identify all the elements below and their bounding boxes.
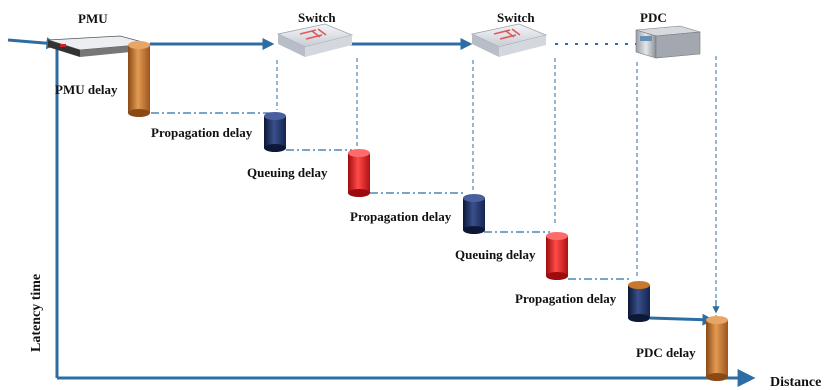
switch-icon bbox=[276, 23, 354, 57]
queuing-delay-1-label: Queuing delay bbox=[247, 165, 328, 180]
pmu-delay-label: PMU delay bbox=[55, 82, 118, 97]
queuing-delay-cylinder bbox=[546, 232, 568, 280]
switch-1-label: Switch bbox=[298, 10, 336, 25]
propagation-delay-cylinder bbox=[628, 281, 650, 322]
pdc-server-icon bbox=[635, 25, 701, 59]
pdc-delay-label: PDC delay bbox=[636, 345, 696, 360]
pmu-label: PMU bbox=[78, 11, 108, 26]
propagation-delay-1-label: Propagation delay bbox=[151, 125, 253, 140]
pdc-delay-cylinder bbox=[706, 316, 728, 381]
drop-lines bbox=[276, 56, 717, 316]
switch-icon bbox=[470, 23, 548, 57]
queuing-delay-cylinder bbox=[348, 149, 370, 197]
pmu-delay-cylinder bbox=[128, 41, 150, 117]
propagation-delay-cylinder bbox=[264, 112, 286, 152]
propagation-delay-cylinder bbox=[463, 194, 485, 234]
queuing-delay-2-label: Queuing delay bbox=[455, 247, 536, 262]
pdc-label: PDC bbox=[640, 10, 667, 25]
switch-2-label: Switch bbox=[497, 10, 535, 25]
final-step-arrow bbox=[649, 313, 715, 326]
propagation-delay-3-label: Propagation delay bbox=[515, 291, 617, 306]
y-axis-label: Latency time bbox=[29, 274, 44, 352]
x-axis-label: Distance bbox=[770, 375, 821, 390]
propagation-delay-2-label: Propagation delay bbox=[350, 209, 452, 224]
step-connectors bbox=[151, 112, 630, 280]
packet-flow bbox=[7, 37, 636, 50]
